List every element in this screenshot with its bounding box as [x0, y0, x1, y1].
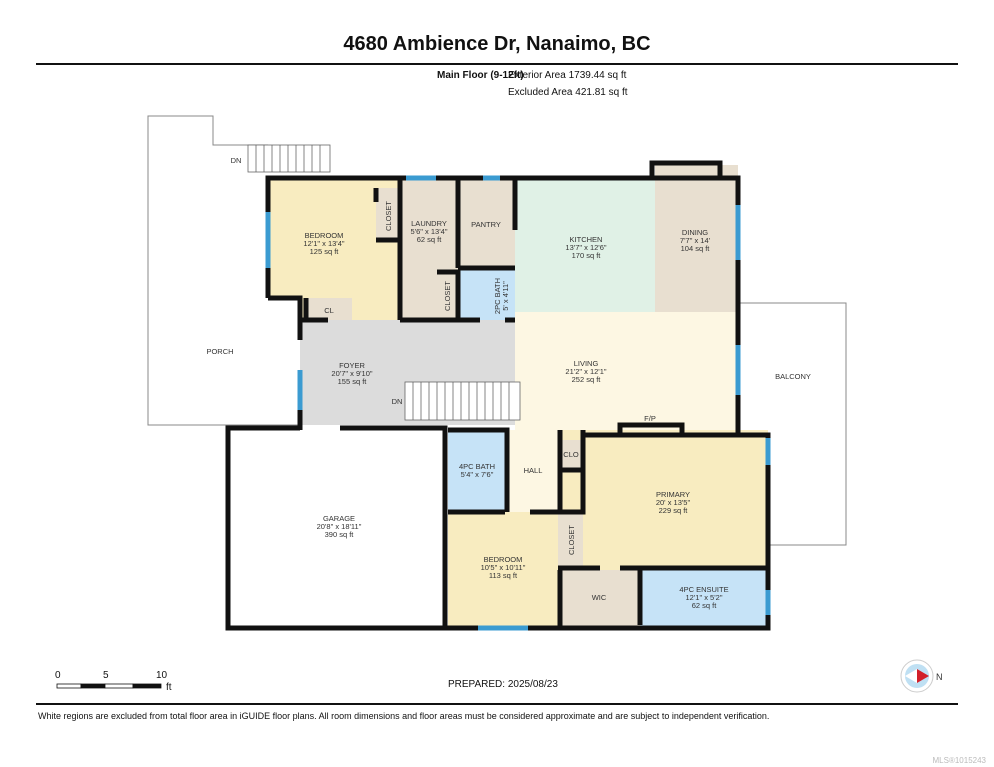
mls-number: MLS®1015243	[932, 756, 987, 765]
garage-name: GARAGE	[323, 514, 355, 523]
laundry-dims: 5'6" x 13'4"	[411, 227, 448, 236]
room-wic	[560, 570, 640, 628]
primary-name: PRIMARY	[656, 490, 690, 499]
primary-area: 229 sq ft	[659, 506, 689, 515]
compass-icon	[900, 659, 934, 693]
dining-area: 104 sq ft	[681, 244, 711, 253]
bedroom1-dims: 12'1" x 13'4"	[303, 239, 344, 248]
bedroom2-dims: 10'5" x 10'11"	[481, 563, 526, 572]
stairs-top	[247, 144, 331, 173]
bath2pc-name: 2PC BATH	[493, 278, 502, 314]
windows	[265, 175, 771, 631]
scale-unit: ft	[166, 682, 172, 693]
prepared-date: PREPARED: 2025/08/23	[448, 679, 558, 690]
compass-label: N	[936, 672, 943, 682]
foyer-dims: 20'7" x 9'10"	[331, 369, 372, 378]
room-closet3	[558, 512, 583, 568]
room-primary	[560, 430, 768, 570]
closet3-name: CLOSET	[567, 525, 576, 555]
laundry-area: 62 sq ft	[417, 235, 443, 244]
living-dims: 21'2" x 12'1"	[565, 367, 606, 376]
floor-name: Main Floor (9-12ft)	[437, 70, 524, 81]
room-clo	[560, 440, 583, 468]
closet2-name: CLOSET	[443, 281, 452, 311]
foyer-name: FOYER	[339, 361, 365, 370]
balcony-label: BALCONY	[775, 372, 811, 381]
stairs-foyer	[404, 381, 521, 421]
room-closet2	[437, 272, 458, 320]
room-dining	[655, 165, 738, 312]
room-2pc-bath	[460, 270, 515, 320]
room-living	[515, 312, 738, 435]
kitchen-area: 170 sq ft	[572, 251, 602, 260]
foyer-area: 155 sq ft	[338, 377, 368, 386]
garage-dims: 20'8" x 18'11"	[317, 522, 362, 531]
room-hall	[507, 430, 560, 512]
scale-tick-5: 5	[103, 670, 109, 681]
bedroom1-area: 125 sq ft	[310, 247, 340, 256]
porch-label: PORCH	[206, 347, 233, 356]
laundry-name: LAUNDRY	[411, 219, 447, 228]
kitchen-dims: 13'7" x 12'6"	[565, 243, 606, 252]
stairs-top-label: DN	[231, 156, 242, 165]
stairs-foyer-label: DN	[392, 397, 403, 406]
cl-name: CL	[324, 306, 334, 315]
excluded-area: Excluded Area 421.81 sq ft	[508, 87, 628, 98]
footer-divider	[36, 703, 958, 705]
bath2pc-dims: 5' x 4'11"	[501, 281, 510, 311]
ensuite-name: 4PC ENSUITE	[679, 585, 728, 594]
room-pantry	[458, 178, 515, 268]
exterior-area: Exterior Area 1739.44 sq ft	[508, 70, 627, 81]
header-divider	[36, 63, 958, 65]
ensuite-area: 62 sq ft	[692, 601, 718, 610]
kitchen-name: KITCHEN	[570, 235, 603, 244]
dining-name: DINING	[682, 228, 708, 237]
garage-area: 390 sq ft	[325, 530, 355, 539]
closet1-name: CLOSET	[384, 201, 393, 231]
bedroom2-area: 113 sq ft	[489, 571, 518, 580]
scale-bar	[56, 683, 162, 689]
living-name: LIVING	[574, 359, 599, 368]
dining-dims: 7'7" x 14'	[680, 236, 711, 245]
room-garage	[228, 428, 445, 628]
room-cl	[306, 298, 352, 320]
living-area: 252 sq ft	[572, 375, 602, 384]
balcony-outline	[738, 302, 847, 546]
room-bedroom2	[448, 512, 558, 628]
hall-label: HALL	[524, 466, 543, 475]
porch-outline	[147, 115, 300, 426]
wic-label: WIC	[592, 593, 607, 602]
pantry-name: PANTRY	[471, 220, 501, 229]
bedroom2-name: BEDROOM	[484, 555, 523, 564]
room-4pc-bath	[448, 430, 507, 512]
scale-tick-0: 0	[55, 670, 61, 681]
disclaimer: White regions are excluded from total fl…	[38, 711, 770, 721]
fireplace-label: F/P	[644, 414, 656, 423]
bath4pc-name: 4PC BATH	[459, 462, 495, 471]
bath4pc-dims: 5'4" x 7'6"	[461, 470, 494, 479]
ensuite-dims: 12'1" x 5'2"	[686, 593, 723, 602]
bedroom1-name: BEDROOM	[305, 231, 344, 240]
room-ensuite	[640, 570, 768, 626]
clo-label: CLO	[563, 450, 579, 459]
scale-tick-10: 10	[156, 670, 168, 681]
primary-dims: 20' x 13'5"	[656, 498, 691, 507]
page-title: 4680 Ambience Dr, Nanaimo, BC	[343, 33, 651, 55]
room-kitchen	[515, 178, 655, 312]
room-closet1	[376, 188, 400, 240]
